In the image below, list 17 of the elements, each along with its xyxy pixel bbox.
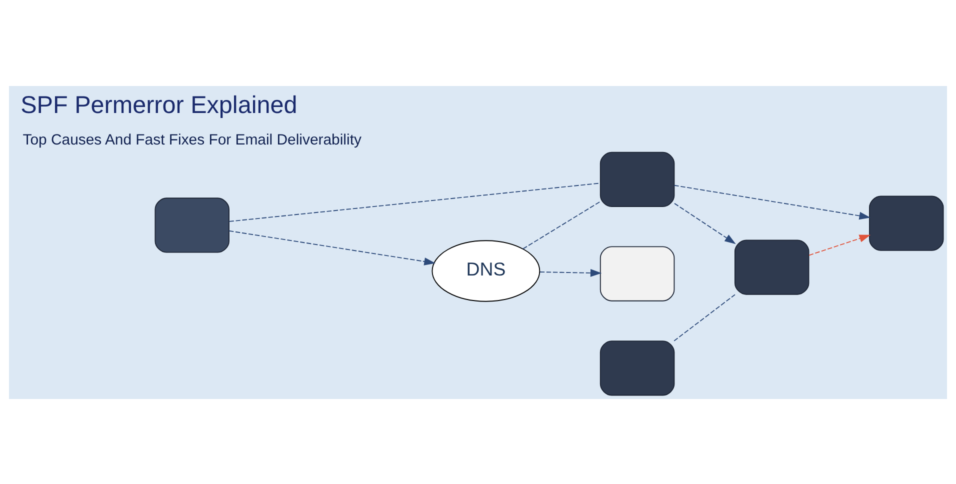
- node-ellipse: DNS: [432, 240, 540, 302]
- node-box: [600, 246, 675, 301]
- label: Top Causes And Fast Fixes For Email Deliverability: [22, 131, 362, 148]
- node-box: [600, 340, 675, 396]
- connector: [674, 294, 736, 341]
- arrow: [674, 202, 736, 244]
- arrow: [228, 230, 436, 265]
- node-box: [869, 195, 944, 250]
- arrow: [540, 268, 602, 276]
- node-box: [600, 151, 675, 206]
- diagram-title: SPF Permerror Explained: [20, 91, 298, 118]
- node-box: [734, 239, 810, 294]
- connector: [228, 182, 601, 222]
- node-box: [154, 197, 230, 252]
- connector: [522, 200, 601, 249]
- arrow: [674, 184, 871, 220]
- arrow: [808, 234, 871, 256]
